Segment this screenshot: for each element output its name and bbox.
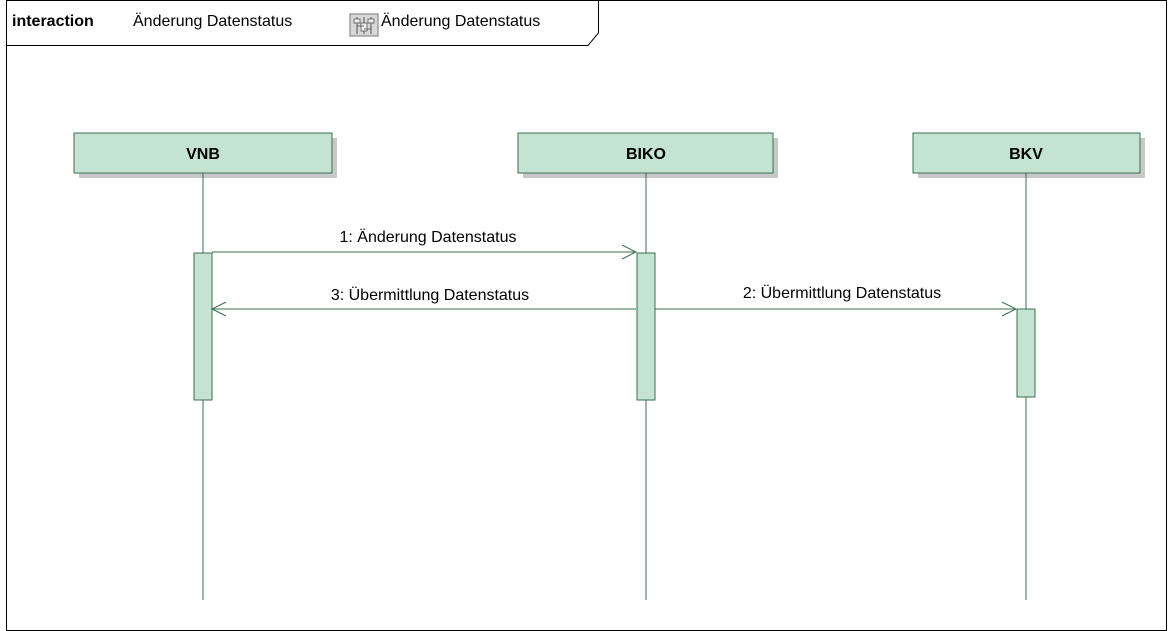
message-2-label: 2: Übermittlung Datenstatus: [743, 284, 941, 302]
frame-name: Änderung Datenstatus: [133, 12, 292, 30]
lifeline-biko-name: BIKO: [626, 146, 666, 163]
message-3[interactable]: 3: Übermittlung Datenstatus: [210, 286, 636, 317]
activation-bkv: [1016, 308, 1036, 398]
message-2-arrowhead: [1001, 301, 1018, 317]
message-3-arrowhead: [210, 301, 227, 317]
activation-biko: [636, 252, 656, 401]
message-1-label: 1: Änderung Datenstatus: [339, 228, 516, 246]
frame-header-tab: [6, 0, 599, 46]
message-3-label: 3: Übermittlung Datenstatus: [331, 286, 529, 304]
sequence-diagram-icon: [349, 13, 379, 37]
interaction-frame: [6, 0, 1167, 631]
lifeline-vnb-name: VNB: [186, 146, 220, 163]
message-1-arrowhead: [621, 244, 638, 260]
lifeline-bkv[interactable]: BKV: [912, 132, 1145, 600]
message-1[interactable]: 1: Änderung Datenstatus: [212, 228, 638, 260]
lifeline-biko[interactable]: BIKO: [517, 132, 778, 600]
lifeline-bkv-name: BKV: [1009, 146, 1043, 163]
frame-diagram-name: Änderung Datenstatus: [381, 12, 540, 30]
activation-vnb: [193, 252, 213, 401]
message-2[interactable]: 2: Übermittlung Datenstatus: [655, 284, 1018, 317]
frame-keyword: interaction: [12, 13, 94, 30]
lifeline-vnb-head[interactable]: [73, 132, 333, 174]
lifeline-bkv-head[interactable]: [912, 132, 1141, 174]
lifeline-vnb[interactable]: VNB: [73, 132, 337, 600]
